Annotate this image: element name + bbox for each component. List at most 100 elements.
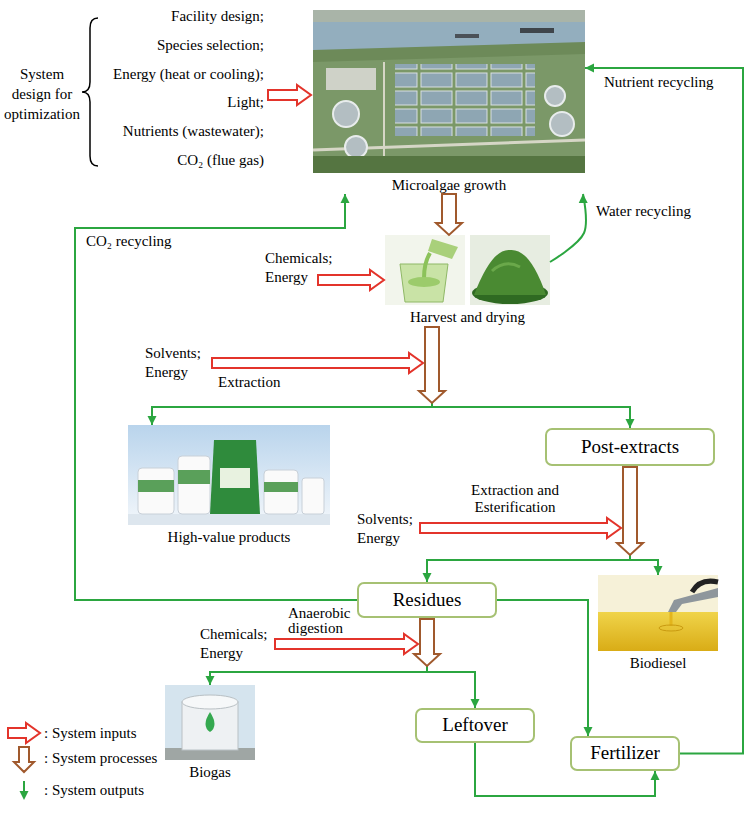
photo-ground bbox=[313, 10, 585, 173]
annotation: Nutrients (wastewater); bbox=[98, 123, 264, 140]
input-arrow bbox=[268, 85, 311, 105]
process-arrow bbox=[414, 619, 440, 666]
output-line bbox=[432, 326, 630, 428]
edge-label: Water recycling bbox=[594, 203, 693, 220]
box-label: Fertilizer bbox=[590, 742, 660, 765]
trees bbox=[313, 156, 585, 173]
input-arrow bbox=[420, 518, 621, 538]
tank bbox=[345, 136, 367, 158]
caption: Biodiesel bbox=[630, 654, 687, 672]
product-node: Biodiesel bbox=[598, 575, 718, 672]
box-label: Residues bbox=[393, 589, 462, 612]
algae-stream bbox=[424, 253, 430, 278]
annotation: Solvents; bbox=[145, 345, 201, 362]
far-shore bbox=[313, 10, 585, 22]
input-arrow bbox=[318, 270, 384, 290]
annotation: Species selection; bbox=[98, 37, 264, 54]
annotation: Energy bbox=[357, 530, 400, 547]
caption-group: High-value products bbox=[168, 528, 291, 546]
process-box: Leftover bbox=[415, 708, 535, 743]
process-arrow bbox=[419, 327, 445, 403]
photo-ground bbox=[470, 235, 550, 305]
road bbox=[383, 62, 385, 172]
annotation: Extraction and Esterification bbox=[462, 482, 568, 516]
powder-mound bbox=[474, 250, 546, 295]
annotation: Energy (heat or cooling); bbox=[98, 66, 264, 83]
powder-highlight bbox=[492, 264, 520, 271]
caption: Harvest and drying bbox=[410, 308, 525, 326]
output-line bbox=[550, 194, 586, 262]
photo-ground bbox=[128, 425, 330, 525]
caption-group: Biogas bbox=[189, 763, 231, 781]
box-label: Leftover bbox=[442, 714, 507, 737]
annotation: Extraction bbox=[218, 374, 280, 391]
connector bbox=[148, 326, 433, 425]
product-node: Biogas bbox=[165, 685, 255, 781]
jar bbox=[302, 478, 324, 514]
powder-photo bbox=[470, 235, 550, 305]
shore bbox=[313, 42, 585, 62]
legend-text: : System processes bbox=[44, 750, 157, 767]
edge-label: Nutrient recycling bbox=[602, 74, 716, 91]
legend-output-symbol bbox=[23, 781, 25, 792]
legend-item: : System outputs bbox=[44, 782, 144, 799]
legend-text: : System inputs bbox=[44, 725, 137, 742]
ripple bbox=[659, 625, 683, 631]
arrowhead bbox=[341, 194, 350, 203]
arrowhead bbox=[423, 573, 432, 582]
input-arrows bbox=[8, 85, 621, 743]
tank bbox=[333, 101, 359, 127]
annotation: Chemicals; bbox=[265, 250, 333, 267]
input-arrow bbox=[275, 634, 418, 654]
harvest-photo bbox=[385, 235, 465, 305]
caption-group: Biodiesel bbox=[630, 654, 687, 672]
jar bbox=[138, 468, 174, 514]
process-box: Post-extracts bbox=[545, 428, 715, 466]
box-label: Post-extracts bbox=[581, 436, 679, 459]
legend-input-symbol bbox=[8, 723, 40, 743]
arrowhead bbox=[471, 699, 480, 708]
annotation: Anaerobic digestion bbox=[288, 606, 354, 636]
connector bbox=[585, 64, 743, 754]
arrowhead bbox=[579, 194, 588, 203]
caption: Microalgae growth bbox=[392, 176, 507, 194]
legend-process-symbol bbox=[14, 747, 34, 772]
fuel-stream bbox=[670, 612, 673, 626]
process-arrow bbox=[436, 194, 462, 235]
tank bbox=[550, 112, 574, 136]
building bbox=[326, 68, 376, 90]
bag bbox=[210, 440, 260, 514]
products-photo bbox=[128, 425, 330, 525]
output-line bbox=[152, 326, 432, 425]
input-arrow bbox=[212, 353, 423, 373]
pouring-cup bbox=[428, 239, 458, 259]
legend-item: : System inputs bbox=[44, 725, 137, 742]
ship bbox=[520, 28, 554, 33]
jar bbox=[264, 470, 298, 514]
arrowhead bbox=[584, 727, 593, 736]
biogas-photo bbox=[165, 685, 255, 760]
legend-item: : System processes bbox=[44, 750, 157, 767]
connector bbox=[432, 326, 635, 428]
arrowhead bbox=[206, 676, 215, 685]
nozzle bbox=[668, 588, 718, 612]
annotation: Chemicals; bbox=[200, 626, 268, 643]
annotation: Energy bbox=[265, 269, 308, 286]
drop-logo bbox=[206, 712, 215, 732]
annotation: System design for optimization bbox=[2, 64, 82, 124]
biodiesel-photo bbox=[598, 575, 718, 651]
caption-group: Microalgae growth bbox=[392, 176, 507, 194]
caption-group: Harvest and drying bbox=[410, 308, 525, 326]
algae-farm-photo bbox=[313, 10, 585, 173]
connector bbox=[550, 194, 588, 262]
edge-label: CO₂ recycling bbox=[84, 233, 174, 250]
tank bbox=[545, 86, 565, 106]
algae-slurry bbox=[408, 277, 440, 287]
legend-text: : System outputs bbox=[44, 782, 144, 799]
product-node: Microalgae growth bbox=[313, 10, 585, 194]
photo-ground bbox=[385, 235, 465, 305]
caption: Biogas bbox=[189, 763, 231, 781]
